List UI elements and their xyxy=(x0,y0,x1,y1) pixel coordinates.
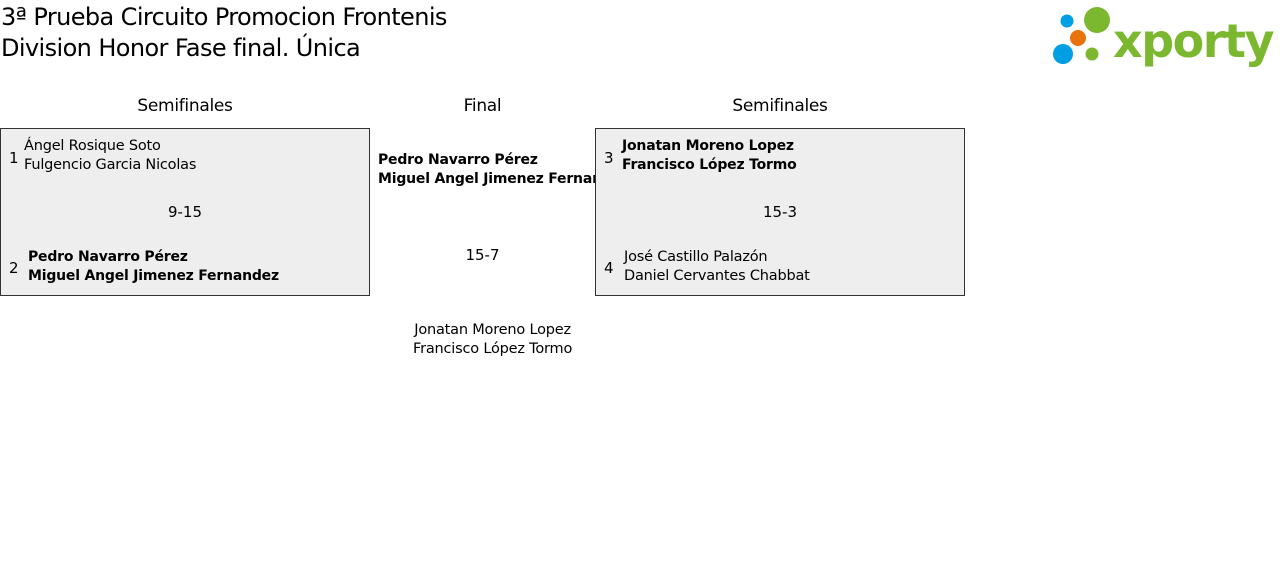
player-name: José Castillo Palazón xyxy=(624,249,768,265)
player-name: Ángel Rosique Soto xyxy=(24,138,161,154)
seed-number: 2 xyxy=(9,259,19,277)
final-match[interactable]: Pedro Navarro Pérez Miguel Angel Jimenez… xyxy=(370,128,595,368)
final-score: 15-7 xyxy=(465,246,500,264)
column-header-semifinales-right: Semifinales xyxy=(732,96,828,116)
player-name: Miguel Angel Jimenez Fernandez xyxy=(28,268,279,284)
player-name: Jonatan Moreno Lopez xyxy=(622,138,794,154)
column-header-semifinales-left: Semifinales xyxy=(137,96,233,116)
seed-number: 3 xyxy=(604,149,614,167)
player-name: Jonatan Moreno Lopez xyxy=(414,322,571,338)
player-name: Fulgencio Garcia Nicolas xyxy=(24,157,197,173)
player-name: Miguel Angel Jimenez Fernandez xyxy=(378,171,595,187)
final-team-2: Jonatan Moreno Lopez Francisco López Tor… xyxy=(413,321,572,359)
title-line-2: Division Honor Fase final. Única xyxy=(1,34,361,62)
player-name: Pedro Navarro Pérez xyxy=(378,152,538,168)
column-header-final: Final xyxy=(463,96,502,116)
semifinal-match-1[interactable]: 1 Ángel Rosique Soto Fulgencio Garcia Ni… xyxy=(0,128,370,296)
logo-text: xporty xyxy=(1113,14,1275,68)
xporty-logo[interactable]: xporty xyxy=(1050,2,1278,68)
team-2-winner: Pedro Navarro Pérez Miguel Angel Jimenez… xyxy=(28,248,279,286)
team-1: Ángel Rosique Soto Fulgencio Garcia Nico… xyxy=(24,137,196,175)
player-name: Francisco López Tormo xyxy=(413,341,573,357)
player-name: Pedro Navarro Pérez xyxy=(28,249,188,265)
player-name: Daniel Cervantes Chabbat xyxy=(624,268,810,284)
match-score: 9-15 xyxy=(167,203,203,221)
team-2: José Castillo Palazón Daniel Cervantes C… xyxy=(624,248,810,286)
seed-number: 4 xyxy=(604,259,614,277)
team-1-winner: Jonatan Moreno Lopez Francisco López Tor… xyxy=(622,137,797,175)
seed-number: 1 xyxy=(9,149,19,167)
match-score: 15-3 xyxy=(762,203,798,221)
title-line-1: 3ª Prueba Circuito Promocion Frontenis xyxy=(1,3,447,31)
player-name: Francisco López Tormo xyxy=(622,157,797,173)
final-team-1-winner: Pedro Navarro Pérez Miguel Angel Jimenez… xyxy=(378,151,595,189)
semifinal-match-2[interactable]: 3 Jonatan Moreno Lopez Francisco López T… xyxy=(595,128,965,296)
page-title: 3ª Prueba Circuito Promocion Frontenis D… xyxy=(1,2,447,64)
